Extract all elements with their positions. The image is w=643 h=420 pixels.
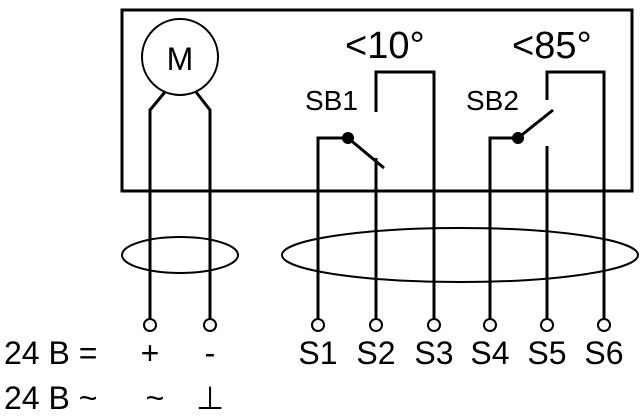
switch-sb2-label: SB2: [466, 85, 519, 116]
supply-ac-label: 24 B ~: [4, 380, 97, 416]
terminal-s2: [369, 318, 383, 332]
switch-sb2-no-wire: [545, 70, 606, 318]
terminal-motor-minus: [203, 318, 217, 332]
terminal-s3: [427, 318, 441, 332]
motor: M: [141, 18, 219, 318]
terminal-label-s6: S6: [584, 335, 623, 371]
terminal-s1: [311, 318, 325, 332]
supply-dc-label: 24 B =: [4, 335, 97, 371]
motor-label: M: [167, 41, 194, 77]
switch-cable-bundle: [281, 227, 639, 283]
motor-lead-left: [148, 91, 167, 318]
switch-sb1-no-wire: [374, 70, 436, 318]
switch-sb2-blade: [517, 108, 554, 140]
switch-sb2: SB2 <85°: [466, 25, 606, 318]
terminal-labels: S1 S2 S3 S4 S5 S6: [298, 335, 623, 371]
switch-sb1: SB1 <10°: [305, 25, 436, 318]
switch-sb2-pivot: [512, 132, 524, 144]
supply-ac-phase: ~: [146, 380, 165, 416]
terminal-points: [143, 318, 611, 332]
motor-lead-right: [194, 91, 212, 318]
switch-sb1-label: SB1: [305, 85, 358, 116]
terminal-label-s4: S4: [470, 335, 509, 371]
motor-symbol: [141, 18, 219, 96]
terminal-s6: [597, 318, 611, 332]
switch-sb1-blade: [347, 136, 385, 170]
terminal-label-s3: S3: [414, 335, 453, 371]
terminal-label-s1: S1: [298, 335, 337, 371]
supply-dc-minus: -: [205, 335, 216, 371]
terminal-motor-plus: [143, 318, 157, 332]
terminal-label-s5: S5: [527, 335, 566, 371]
switch-sb2-common-wire: [488, 136, 518, 318]
terminal-s5: [540, 318, 554, 332]
supply-dc-plus: +: [141, 335, 160, 371]
supply-ac-ground: ⊥: [196, 380, 224, 416]
terminal-label-s2: S2: [356, 335, 395, 371]
terminal-s4: [483, 318, 497, 332]
switch-sb2-angle: <85°: [512, 25, 592, 67]
switch-sb1-common-wire: [316, 136, 348, 318]
switch-sb1-angle: <10°: [345, 25, 425, 67]
motor-cable-bundle: [121, 236, 239, 274]
supply-legend: 24 B = + - 24 B ~ ~ ⊥: [4, 335, 224, 416]
switch-sb1-pivot: [342, 132, 354, 144]
